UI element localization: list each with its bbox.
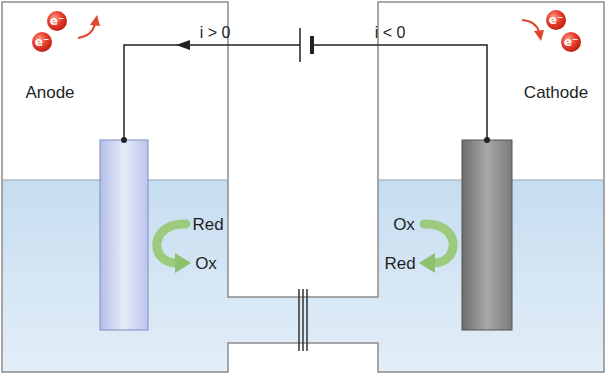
electron-symbol: e⁻ (564, 36, 578, 48)
current-label: i > 0 (200, 25, 231, 41)
battery-plate (299, 28, 301, 62)
wire (312, 45, 487, 140)
electron-flow-arrowhead (90, 15, 100, 26)
electron-flow-arrow (78, 24, 95, 38)
species-label: Red (192, 216, 223, 233)
electron (47, 11, 67, 31)
electron-symbol: e⁻ (35, 36, 49, 48)
wire-junction (121, 137, 127, 143)
electron (546, 10, 566, 30)
electron-flow-arrowhead (534, 30, 544, 41)
wire-junction (484, 137, 490, 143)
wire (124, 45, 300, 140)
battery-plate (310, 36, 314, 54)
reaction-arrowhead (175, 253, 191, 273)
species-label: Ox (393, 216, 415, 233)
electrode-label: Cathode (524, 84, 588, 101)
membrane (299, 289, 307, 351)
electrode-label: Anode (25, 84, 74, 101)
electron (561, 32, 581, 52)
reaction-arrowhead (419, 253, 435, 273)
electron-symbol: e⁻ (549, 14, 563, 26)
electrolyte (2, 180, 604, 372)
species-label: Red (384, 255, 415, 272)
current-label: i < 0 (375, 25, 406, 41)
electron-flow-arrow (522, 20, 539, 32)
anode-electrode (100, 140, 148, 330)
cathode-electrode (462, 140, 512, 330)
electron (32, 32, 52, 52)
species-label: Ox (195, 255, 217, 272)
current-arrowhead (176, 40, 190, 50)
electron-symbol: e⁻ (50, 15, 64, 27)
